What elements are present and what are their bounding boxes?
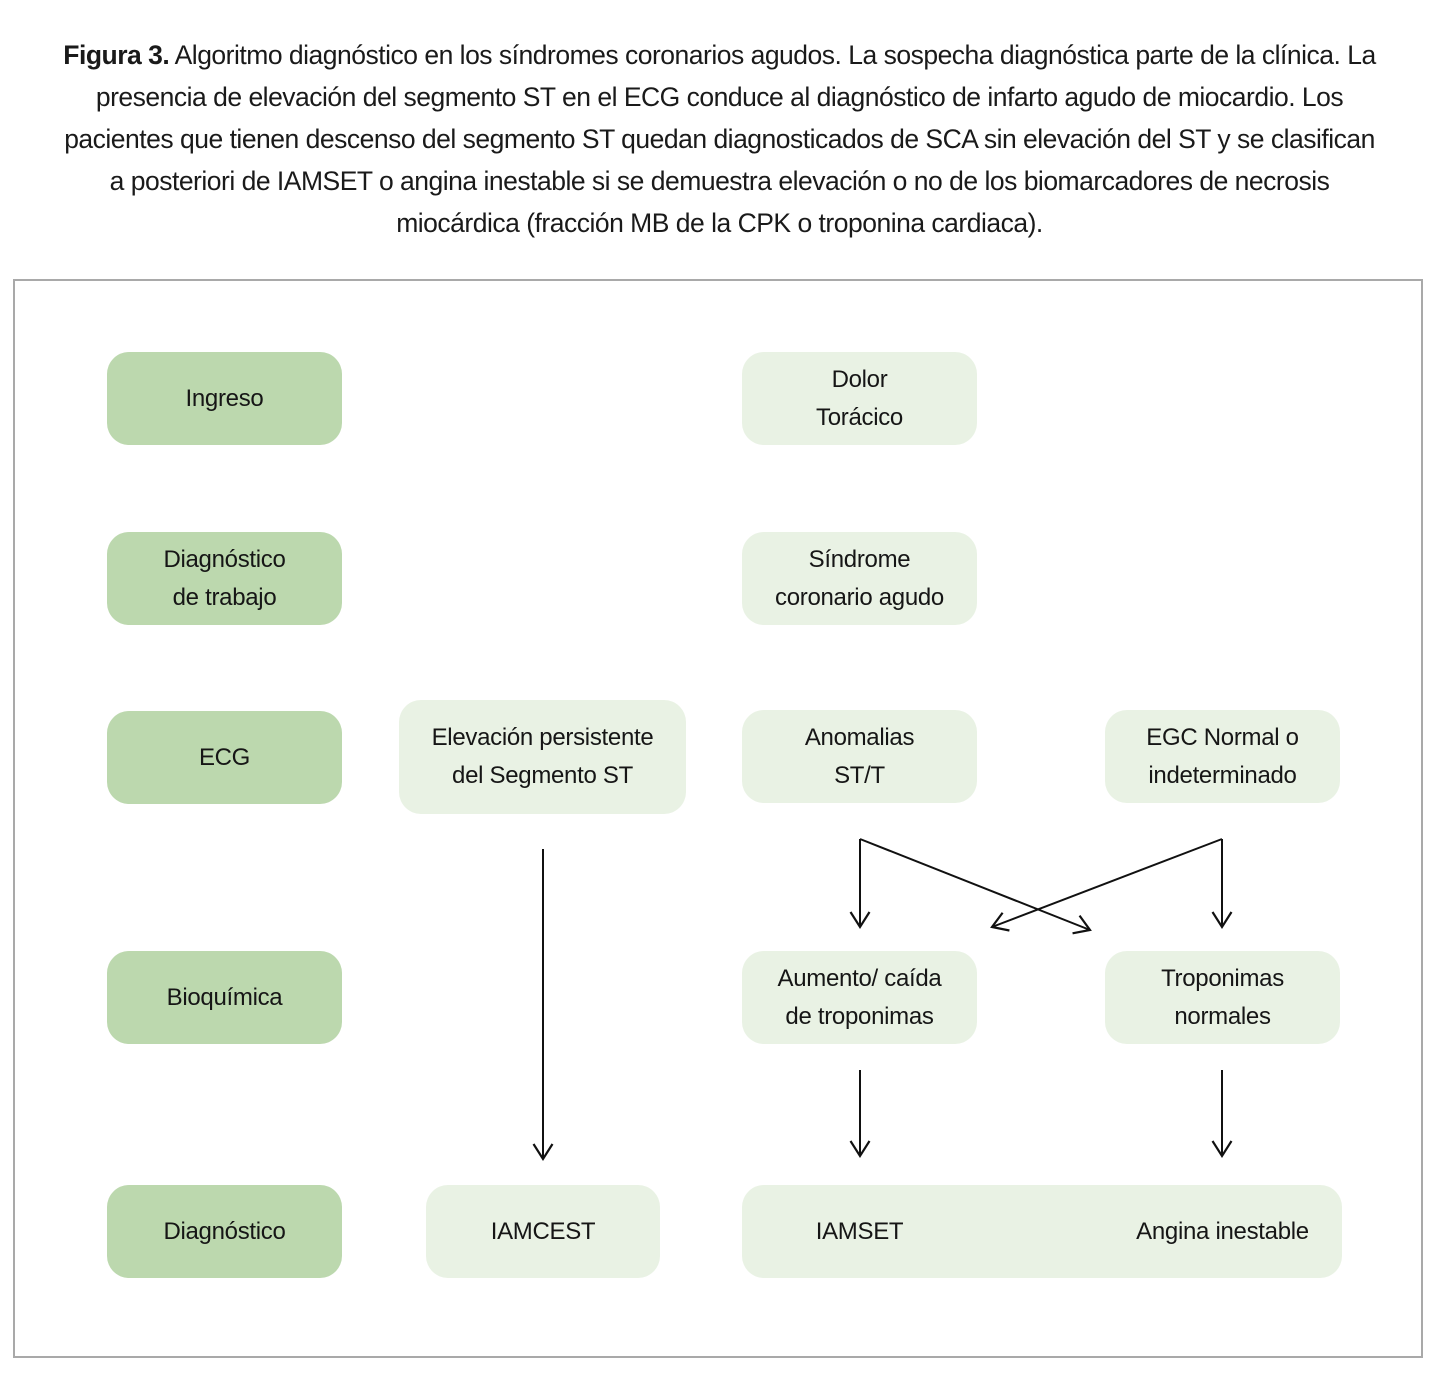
stage-ecg-label: ECG [198, 743, 251, 771]
node-elevacion-persistente-st: Elevación persistente del Segmento ST [399, 700, 686, 814]
node-anomalias-st-t-line1: Anomalias [804, 723, 915, 751]
node-egc-normal-indeterminado: EGC Normal o indeterminado [1105, 710, 1340, 803]
figure-caption: Figura 3. Algoritmo diagnóstico en los s… [55, 0, 1385, 244]
node-sindrome-coronario-agudo-line1: Síndrome [808, 545, 911, 573]
diagram-panel: Ingreso Diagnóstico de trabajo ECG Bioqu… [13, 279, 1423, 1358]
stage-diagnostico-de-trabajo-line2: de trabajo [172, 583, 277, 611]
stage-ecg: ECG [107, 711, 342, 804]
node-dolor-toracico-line1: Dolor [831, 365, 888, 393]
stage-bioquimica-label: Bioquímica [166, 983, 283, 1011]
node-angina-inestable: Angina inestable [1105, 1185, 1340, 1278]
node-aumento-caida-troponinas-line2: de troponimas [785, 1002, 934, 1030]
node-sindrome-coronario-agudo: Síndrome coronario agudo [742, 532, 977, 625]
node-iamcest-label: IAMCEST [490, 1217, 596, 1245]
figure-caption-text: Algoritmo diagnóstico en los síndromes c… [64, 40, 1376, 238]
node-dolor-toracico-line2: Torácico [816, 403, 903, 431]
node-aumento-caida-troponinas-line1: Aumento/ caída [777, 964, 942, 992]
node-egc-normal-indeterminado-line1: EGC Normal o [1146, 723, 1299, 751]
node-troponimas-normales: Troponimas normales [1105, 951, 1340, 1044]
stage-diagnostico-de-trabajo-line1: Diagnóstico [163, 545, 286, 573]
node-anomalias-st-t: Anomalias ST/T [742, 710, 977, 803]
node-elevacion-persistente-st-line2: del Segmento ST [452, 762, 633, 789]
node-angina-inestable-label: Angina inestable [1136, 1217, 1309, 1245]
node-egc-normal-indeterminado-line2: indeterminado [1148, 761, 1297, 789]
node-dolor-toracico: Dolor Torácico [742, 352, 977, 445]
stage-diagnostico-label: Diagnóstico [163, 1217, 286, 1245]
node-iamset-label: IAMSET [815, 1217, 904, 1245]
stage-diagnostico: Diagnóstico [107, 1185, 342, 1278]
node-iamcest: IAMCEST [426, 1185, 660, 1278]
node-anomalias-st-t-line2: ST/T [834, 761, 885, 789]
figure-caption-number: Figura 3. [63, 40, 170, 70]
node-aumento-caida-troponinas: Aumento/ caída de troponimas [742, 951, 977, 1044]
node-iamset-angina-container [742, 1185, 1342, 1278]
node-troponimas-normales-line2: normales [1174, 1002, 1271, 1030]
node-iamset: IAMSET [742, 1185, 977, 1278]
node-sindrome-coronario-agudo-line2: coronario agudo [775, 583, 944, 611]
node-elevacion-persistente-st-line1: Elevación persistente [431, 724, 654, 751]
node-troponimas-normales-line1: Troponimas [1161, 964, 1284, 992]
stage-diagnostico-de-trabajo: Diagnóstico de trabajo [107, 532, 342, 625]
stage-ingreso-label: Ingreso [185, 384, 264, 412]
stage-ingreso: Ingreso [107, 352, 342, 445]
stage-bioquimica: Bioquímica [107, 951, 342, 1044]
